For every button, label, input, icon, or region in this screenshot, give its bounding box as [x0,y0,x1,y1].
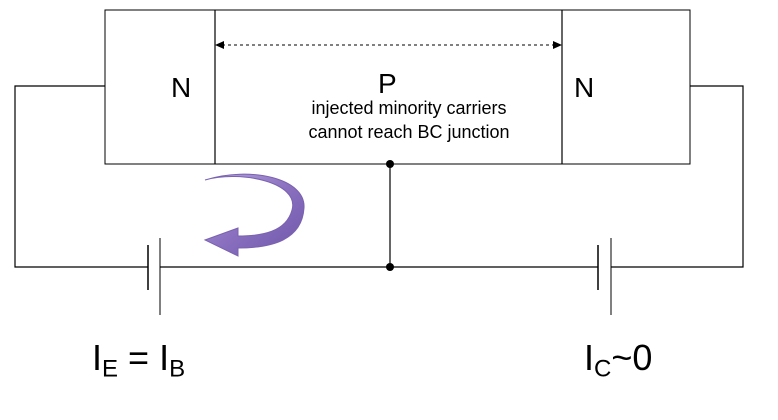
emitter-base-current-label: IE = IB [92,337,186,383]
battery-icon [597,238,612,315]
arrowhead-left [215,41,224,49]
emitter-wire [14,85,148,268]
bottom-node [386,263,394,271]
base-node [386,160,394,168]
transistor-body [104,9,691,165]
emitter-label: N [171,72,192,103]
annotation-line-1: injected minority carriers [311,98,507,118]
arrowhead-right [553,41,562,49]
curved-arrow-icon [203,173,305,257]
collector-label: N [574,72,595,103]
base-label: P [378,68,397,99]
collector-wire [611,85,744,268]
battery-icon [147,238,161,315]
annotation-text: injected minority carriers cannot reach … [262,96,556,145]
collector-current-label: IC~0 [584,337,653,383]
annotation-line-2: cannot reach BC junction [308,122,510,143]
